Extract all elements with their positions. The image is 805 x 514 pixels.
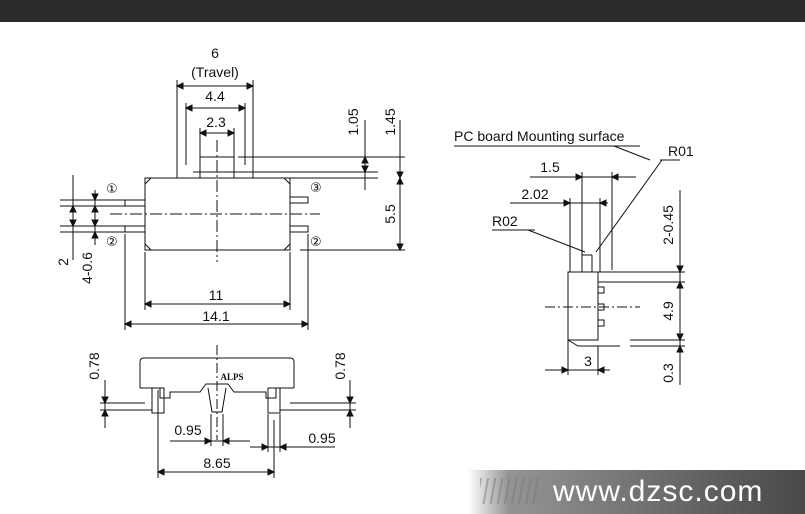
dim-0-3: 0.3 bbox=[660, 363, 676, 383]
bottom-view bbox=[100, 345, 356, 478]
dim-travel: 6 bbox=[211, 45, 219, 61]
dim-0-78-left: 0.78 bbox=[86, 352, 102, 379]
pin-left-bottom bbox=[124, 225, 146, 233]
dim-0-95-left: 0.95 bbox=[174, 422, 201, 438]
dim-3: 3 bbox=[584, 353, 592, 369]
dim-5-5: 5.5 bbox=[382, 204, 398, 224]
dim-1-05: 1.05 bbox=[345, 108, 361, 135]
watermark-lines bbox=[480, 478, 540, 504]
pin-label-2-right: ② bbox=[310, 234, 322, 249]
pin-left-top bbox=[124, 199, 146, 207]
dim-0-95-right: 0.95 bbox=[308, 430, 335, 446]
top-view bbox=[60, 80, 405, 330]
side-view bbox=[454, 145, 685, 385]
dim-1-45: 1.45 bbox=[382, 108, 398, 135]
dim-travel-label: (Travel) bbox=[191, 64, 239, 80]
pin-label-2-left: ② bbox=[106, 234, 118, 249]
dim-2: 2 bbox=[55, 258, 71, 266]
dim-2-0-45: 2-0.45 bbox=[660, 205, 676, 245]
dim-4-4: 4.4 bbox=[205, 88, 225, 104]
dim-8-65: 8.65 bbox=[203, 455, 230, 471]
dim-0-78-right: 0.78 bbox=[332, 352, 348, 379]
brand-logo: ALPS bbox=[220, 372, 243, 382]
dim-r01: R01 bbox=[668, 143, 694, 159]
watermark-text: www.dzsc.com bbox=[553, 475, 764, 508]
dim-2-02: 2.02 bbox=[521, 186, 548, 202]
dim-r02: R02 bbox=[492, 213, 518, 229]
side-body-outline bbox=[567, 271, 599, 341]
dim-14-1: 14.1 bbox=[202, 308, 229, 324]
pin-label-1: ① bbox=[106, 181, 118, 196]
pin-label-3: ③ bbox=[310, 180, 322, 195]
dim-1-5: 1.5 bbox=[540, 159, 560, 175]
dim-4-9: 4.9 bbox=[660, 301, 676, 321]
dim-11: 11 bbox=[209, 287, 224, 303]
top-border-bar bbox=[0, 0, 805, 22]
dim-2-3: 2.3 bbox=[206, 114, 226, 130]
dim-4-0-6: 4-0.6 bbox=[79, 252, 95, 284]
side-view-title: PC board Mounting surface bbox=[454, 128, 625, 144]
